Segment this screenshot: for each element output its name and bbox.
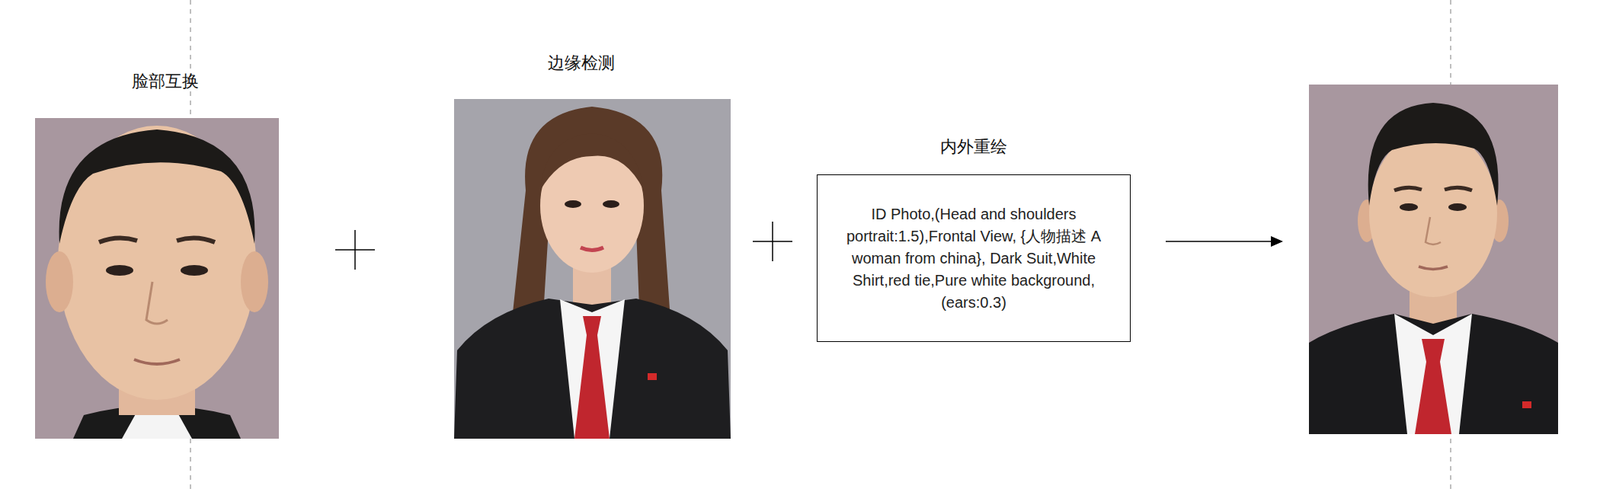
box-heading: 内外重绘 [940,135,1008,159]
plus-sign [771,221,774,262]
arrow-head [1270,236,1284,247]
result-photo [1308,84,1559,435]
prompt-box: 内外重绘ID Photo,(Head and shoulders portrai… [816,174,1131,343]
prompt-text: ID Photo,(Head and shoulders portrait:1.… [817,195,1130,322]
plus-sign [354,230,356,270]
woman-photo [454,99,731,439]
arrow-line [1165,240,1274,243]
step-label: 脸部互换 [131,70,199,93]
face-photo [35,118,279,439]
step-label: 边缘检测 [547,51,615,75]
